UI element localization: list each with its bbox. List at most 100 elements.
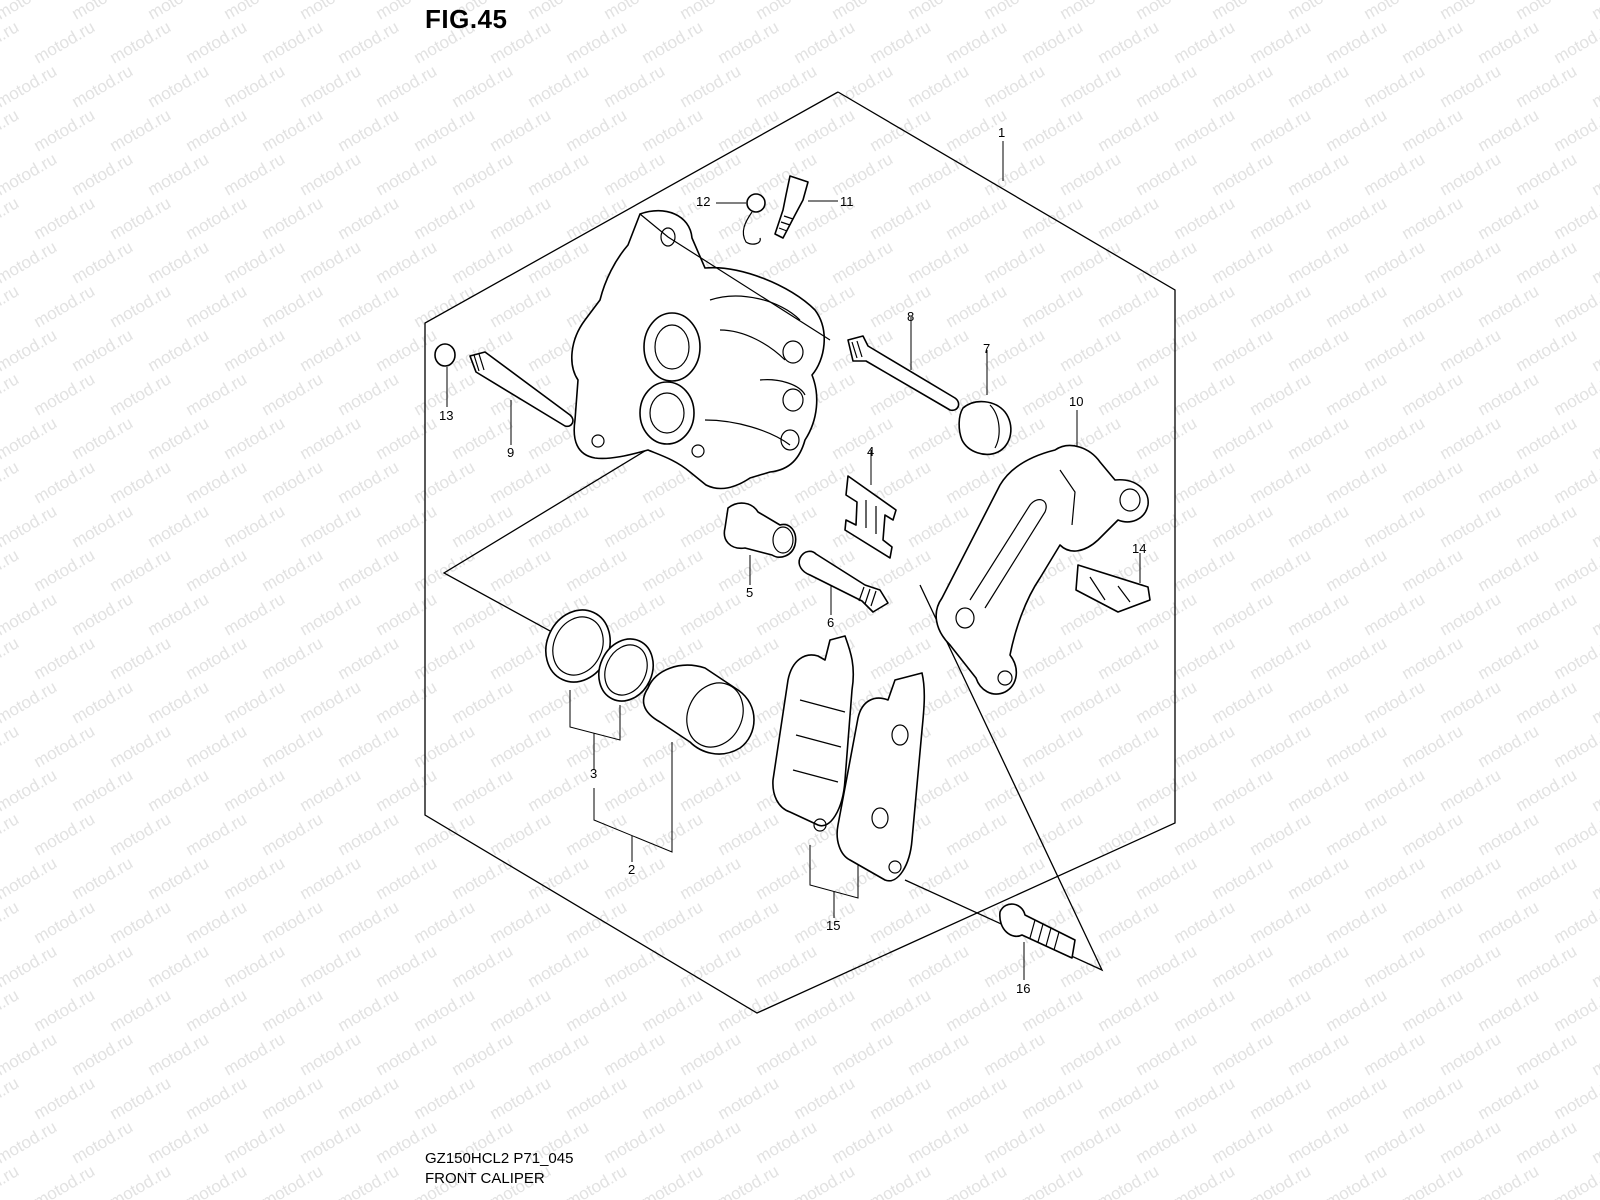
watermark-text: motod.ru <box>1171 193 1239 243</box>
watermark-text: motod.ru <box>905 501 973 551</box>
watermark-text: motod.ru <box>867 1073 935 1123</box>
watermark-text: motod.ru <box>297 413 365 463</box>
watermark-text: motod.ru <box>107 897 175 947</box>
watermark-text: motod.ru <box>525 149 593 199</box>
watermark-text: motod.ru <box>0 1161 22 1200</box>
watermark-text: motod.ru <box>677 765 745 815</box>
watermark-text: motod.ru <box>829 413 897 463</box>
watermark-text: motod.ru <box>69 1029 137 1079</box>
watermark-text: motod.ru <box>1095 721 1163 771</box>
watermark-text: motod.ru <box>0 633 22 683</box>
watermark-text: motod.ru <box>791 897 859 947</box>
watermark-text: motod.ru <box>1551 369 1600 419</box>
watermark-text: motod.ru <box>1551 897 1600 947</box>
watermark-text: motod.ru <box>0 1117 60 1167</box>
watermark-text: motod.ru <box>487 105 555 155</box>
watermark-text: motod.ru <box>791 1161 859 1200</box>
watermark-text: motod.ru <box>0 1073 22 1123</box>
watermark-text: motod.ru <box>1551 193 1600 243</box>
watermark-text: motod.ru <box>1551 721 1600 771</box>
watermark-text: motod.ru <box>145 765 213 815</box>
watermark-text: motod.ru <box>1437 413 1505 463</box>
watermark-text: motod.ru <box>183 721 251 771</box>
watermark-text: motod.ru <box>1475 809 1543 859</box>
watermark-text: motod.ru <box>601 61 669 111</box>
watermark-text: motod.ru <box>1209 325 1277 375</box>
diagram-footer: GZ150HCL2 P71_045 FRONT CALIPER <box>425 1149 573 1189</box>
watermark-text: motod.ru <box>0 17 22 67</box>
watermark-text: motod.ru <box>1095 1161 1163 1200</box>
watermark-text: motod.ru <box>69 501 137 551</box>
watermark-text: motod.ru <box>0 853 60 903</box>
watermark-text: motod.ru <box>411 1073 479 1123</box>
watermark-text: motod.ru <box>297 941 365 991</box>
watermark-text: motod.ru <box>943 281 1011 331</box>
watermark-text: motod.ru <box>1285 501 1353 551</box>
watermark-text: motod.ru <box>259 281 327 331</box>
bracket-assembly-outline <box>904 584 1104 972</box>
watermark-text: motod.ru <box>297 237 365 287</box>
watermark-text: motod.ru <box>145 149 213 199</box>
watermark-text: motod.ru <box>1323 1161 1391 1200</box>
watermark-text: motod.ru <box>867 193 935 243</box>
watermark-text: motod.ru <box>791 17 859 67</box>
watermark-text: motod.ru <box>145 237 213 287</box>
watermark-text: motod.ru <box>69 325 137 375</box>
watermark-text: motod.ru <box>411 809 479 859</box>
watermark-text: motod.ru <box>639 897 707 947</box>
watermark-text: motod.ru <box>1247 897 1315 947</box>
watermark-text: motod.ru <box>259 985 327 1035</box>
watermark-text: motod.ru <box>1589 61 1600 111</box>
caliper-body <box>571 209 831 490</box>
watermark-text: motod.ru <box>1133 1117 1201 1167</box>
watermark-text: motod.ru <box>1475 1073 1543 1123</box>
watermark-text: motod.ru <box>1247 105 1315 155</box>
watermark-text: motod.ru <box>1437 237 1505 287</box>
watermark-text: motod.ru <box>31 105 99 155</box>
watermark-text: motod.ru <box>1437 765 1505 815</box>
watermark-text: motod.ru <box>1513 765 1581 815</box>
watermark-text: motod.ru <box>1399 281 1467 331</box>
watermark-text: motod.ru <box>1361 1117 1429 1167</box>
watermark-text: motod.ru <box>0 677 60 727</box>
watermark-text: motod.ru <box>31 809 99 859</box>
figure-title: FIG.45 <box>425 4 508 34</box>
watermark-text: motod.ru <box>1057 677 1125 727</box>
watermark-text: motod.ru <box>753 61 821 111</box>
watermark-text: motod.ru <box>1323 369 1391 419</box>
watermark-text: motod.ru <box>69 0 137 23</box>
watermark-text: motod.ru <box>1513 149 1581 199</box>
watermark-text: motod.ru <box>829 1117 897 1167</box>
watermark-text: motod.ru <box>525 237 593 287</box>
watermark-text: motod.ru <box>1361 677 1429 727</box>
watermark-text: motod.ru <box>259 193 327 243</box>
watermark-text: motod.ru <box>563 809 631 859</box>
watermark-text: motod.ru <box>601 941 669 991</box>
watermark-text: motod.ru <box>677 1117 745 1167</box>
watermark-text: motod.ru <box>259 105 327 155</box>
watermark-text: motod.ru <box>1323 897 1391 947</box>
watermark-text: motod.ru <box>221 413 289 463</box>
watermark-text: motod.ru <box>1247 1073 1315 1123</box>
watermark-text: motod.ru <box>335 369 403 419</box>
watermark-text: motod.ru <box>981 0 1049 23</box>
watermark-text: motod.ru <box>867 985 935 1035</box>
watermark-text: motod.ru <box>525 677 593 727</box>
diagram-caption: FRONT CALIPER <box>425 1170 545 1187</box>
watermark-text: motod.ru <box>1095 1073 1163 1123</box>
watermark-text: motod.ru <box>411 985 479 1035</box>
watermark-text: motod.ru <box>335 1161 403 1200</box>
watermark-text: motod.ru <box>31 1073 99 1123</box>
watermark-text: motod.ru <box>335 281 403 331</box>
watermark-text: motod.ru <box>1095 985 1163 1035</box>
watermark-text: motod.ru <box>69 589 137 639</box>
watermark-text: motod.ru <box>1019 105 1087 155</box>
watermark-text: motod.ru <box>1019 721 1087 771</box>
watermark-text: motod.ru <box>487 545 555 595</box>
watermark-text: motod.ru <box>981 325 1049 375</box>
watermark-text: motod.ru <box>1589 1117 1600 1167</box>
watermark-text: motod.ru <box>145 501 213 551</box>
watermark-text: motod.ru <box>0 721 22 771</box>
watermark-text: motod.ru <box>1133 149 1201 199</box>
watermark-text: motod.ru <box>0 897 22 947</box>
